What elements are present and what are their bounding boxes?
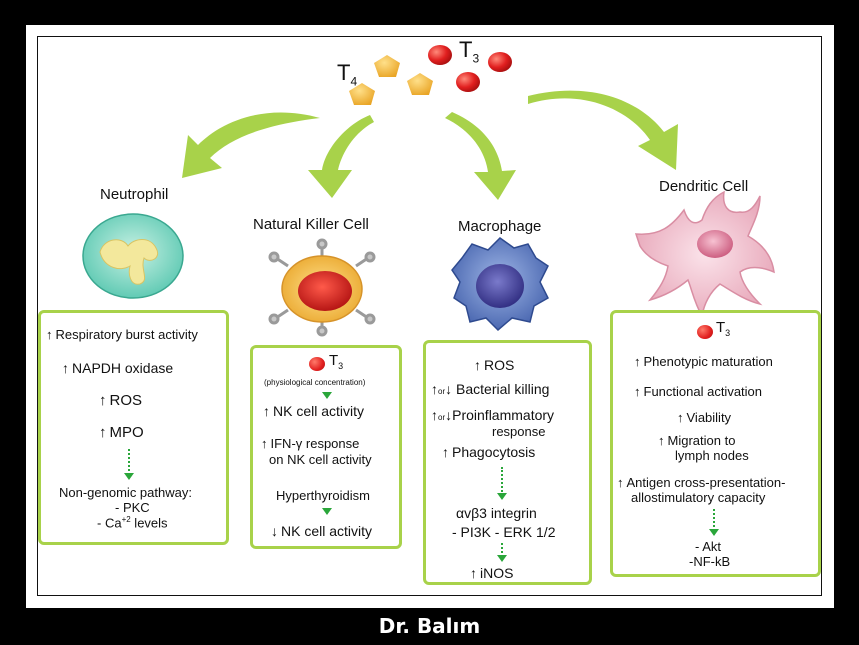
dotted-arrow-head: [322, 508, 332, 515]
effect-respiratory-burst: Respiratory burst activity: [46, 327, 198, 342]
macrophage-effects-box: ROS ↑or↓ Bacterial killing ↑or↓Proinflam…: [423, 340, 592, 585]
t3-molecule: [456, 72, 480, 92]
dendritic-title: Dendritic Cell: [659, 178, 749, 195]
effect-migration: Migration to: [658, 433, 736, 448]
dendritic-cell: [634, 190, 775, 319]
neutrophil-effects-box: Respiratory burst activity NAPDH oxidase…: [38, 310, 229, 545]
arrows: [182, 90, 678, 200]
effect-antigen-cross-presentation: Antigen cross-presentation-: [617, 475, 786, 490]
effect-proinflammatory-cont: response: [492, 424, 546, 439]
macrophage-cell: [451, 237, 549, 332]
dotted-arrow-head: [497, 555, 507, 562]
effect-migration-cont: lymph nodes: [675, 448, 749, 463]
effect-nk-activity: NK cell activity: [263, 403, 364, 419]
effect-antigen-cont: allostimulatory capacity: [631, 490, 766, 505]
t4-molecule: [374, 55, 400, 77]
physiological-concentration: (physiological concentration): [264, 378, 366, 387]
arrow-to-nk: [308, 115, 374, 198]
effect-phagocytosis: Phagocytosis: [442, 444, 535, 460]
nk-effects-box: T3 (physiological concentration) NK cell…: [250, 345, 402, 549]
t3-label: T3: [329, 352, 344, 371]
dotted-arrow-head: [322, 392, 332, 399]
author-credit: Dr. Balım: [378, 614, 481, 638]
integrin: αvβ3 integrin: [456, 505, 537, 521]
dotted-arrow-line: [501, 543, 503, 557]
effect-napdh-oxidase: NAPDH oxidase: [62, 360, 173, 376]
pathway-nfkb: -NF-kB: [689, 554, 731, 569]
effect-ifn-gamma: IFN-γ response: [261, 436, 360, 451]
t3-molecule: [488, 52, 512, 72]
t4-label: T4: [337, 60, 358, 89]
neutrophil-title: Neutrophil: [100, 186, 169, 203]
t4-molecule: [407, 73, 433, 95]
nk-title: Natural Killer Cell: [253, 216, 369, 233]
pi3k-erk: - PI3K - ERK 1/2: [452, 524, 556, 540]
dotted-arrow-head: [497, 493, 507, 500]
effect-inos: iNOS: [470, 565, 513, 581]
dotted-arrow-line: [501, 467, 503, 495]
effect-viability: Viability: [677, 410, 732, 425]
dendritic-effects-box: T3 Phenotypic maturation Functional acti…: [610, 310, 821, 577]
dotted-arrow-head: [124, 473, 134, 480]
pathway-ca-levels: - Ca+2 levels: [97, 515, 168, 531]
effect-ros: ROS: [474, 357, 514, 373]
t4-molecule: [349, 83, 375, 105]
t3-molecule: [428, 45, 452, 65]
effect-ros: ROS: [99, 392, 143, 409]
macrophage-title: Macrophage: [458, 218, 542, 235]
pathway-pkc: - PKC: [115, 500, 150, 515]
arrow-to-neutrophil: [182, 112, 320, 178]
dotted-arrow-line: [128, 449, 130, 475]
effect-phenotypic-maturation: Phenotypic maturation: [634, 354, 773, 369]
effect-ifn-gamma-cont: on NK cell activity: [269, 452, 372, 467]
arrow-to-dendritic: [528, 90, 678, 170]
arrow-to-macrophage: [445, 112, 516, 200]
effect-mpo: MPO: [99, 424, 144, 441]
dotted-arrow-line: [713, 509, 715, 531]
effect-bacterial-killing: ↑or↓ Bacterial killing: [431, 381, 550, 397]
t3-label: T3: [459, 37, 480, 66]
non-genomic-pathway: Non-genomic pathway:: [59, 485, 192, 500]
t3-icon: [309, 357, 325, 371]
t3-icon: [697, 325, 713, 339]
nk-cell: [268, 238, 376, 337]
hyperthyroidism: Hyperthyroidism: [276, 488, 370, 503]
neutrophil-cell: [82, 213, 184, 299]
t3-label: T3: [716, 319, 731, 338]
dotted-arrow-head: [709, 529, 719, 536]
effect-functional-activation: Functional activation: [634, 384, 763, 399]
effect-proinflammatory: ↑or↓Proinflammatory: [431, 407, 555, 423]
effect-nk-activity-down: NK cell activity: [271, 523, 372, 539]
pathway-akt: - Akt: [695, 539, 722, 554]
